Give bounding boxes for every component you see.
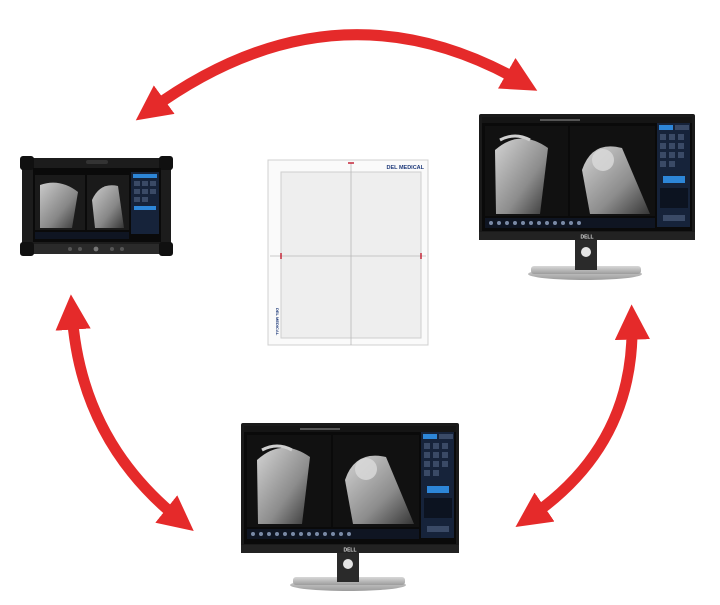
arrow-left (55, 294, 194, 531)
monitor-right: DELL (479, 114, 695, 280)
detector-side-label: DEL MEDICAL (275, 308, 280, 336)
monitor-bottom-tool-panel (421, 432, 454, 538)
monitor-right-xray-right (570, 126, 655, 216)
tablet-xray-left (35, 175, 85, 230)
detector-brand-label: DEL MEDICAL (387, 165, 425, 171)
monitor-bottom-toolbar (247, 529, 419, 539)
monitor-bottom: DELL (241, 423, 459, 591)
monitor-bottom-xray-left (247, 435, 331, 527)
tablet-device (20, 156, 173, 256)
monitor-right-toolbar (485, 218, 655, 228)
monitor-right-xray-left (485, 126, 568, 216)
arrow-top (135, 29, 538, 121)
monitor-right-tool-panel (657, 123, 690, 227)
monitor-right-brand: DELL (580, 235, 593, 241)
tablet-xray-right (87, 175, 129, 230)
monitor-bottom-brand: DELL (343, 548, 356, 554)
arrow-right (515, 304, 651, 527)
detector-panel: DEL MEDICAL DEL MEDICAL (267, 159, 429, 346)
arrows (55, 29, 651, 531)
monitor-bottom-xray-right (333, 435, 419, 527)
